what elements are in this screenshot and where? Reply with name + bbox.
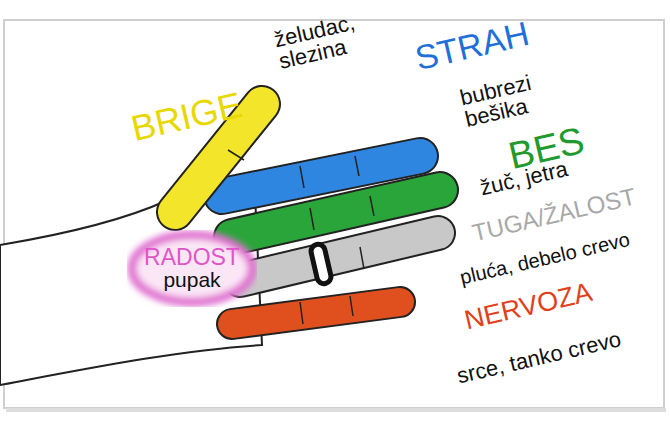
finger-creases [228,150,374,324]
pinky-finger [232,302,400,324]
organ-label: pupak [127,269,257,291]
finger-ring [310,243,333,285]
joy-blob: RADOSTpupak [127,230,257,307]
index-outline [222,156,420,196]
index-finger [222,156,420,196]
frame-shadow [6,408,666,412]
emotion-label: RADOST [127,245,257,269]
pinky-outline [232,302,400,324]
